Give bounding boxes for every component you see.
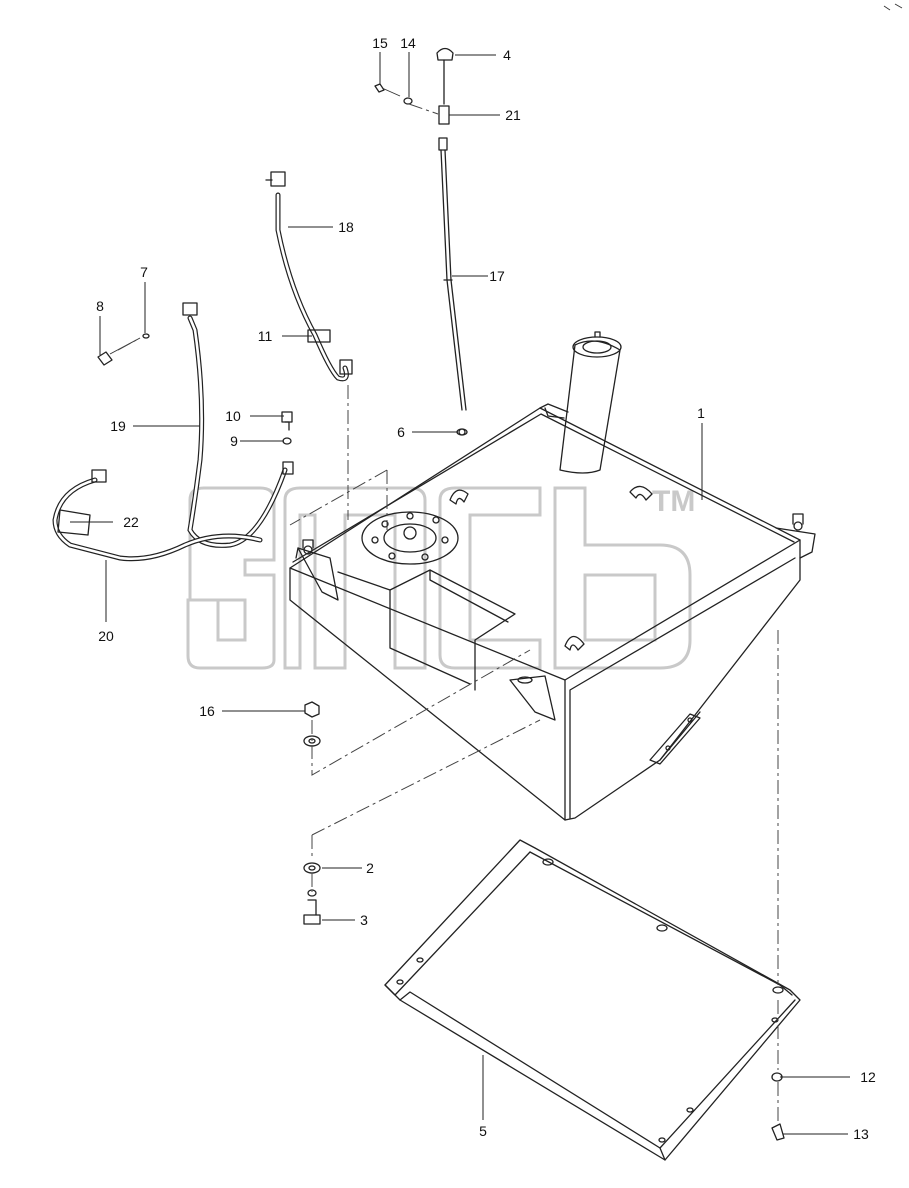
watermark-tm: TM bbox=[652, 485, 695, 518]
callout-14: 14 bbox=[400, 35, 416, 51]
callout-19: 19 bbox=[110, 418, 126, 434]
callout-3: 3 bbox=[360, 912, 368, 928]
corner-mark bbox=[883, 3, 903, 11]
hose-19 bbox=[182, 302, 294, 548]
callout-2: 2 bbox=[366, 860, 374, 876]
hose-20 bbox=[52, 469, 263, 562]
callout-20: 20 bbox=[98, 628, 114, 644]
hydraulic-tank bbox=[289, 331, 816, 821]
callout-8: 8 bbox=[96, 298, 104, 314]
callout-4: 4 bbox=[503, 47, 511, 63]
dipstick-assembly bbox=[436, 47, 467, 436]
callout-9: 9 bbox=[230, 433, 238, 449]
assembly-lines bbox=[117, 103, 779, 1125]
callout-10: 10 bbox=[225, 408, 241, 424]
callout-13: 13 bbox=[853, 1126, 869, 1142]
callout-1: 1 bbox=[697, 405, 705, 421]
callout-17: 17 bbox=[489, 268, 505, 284]
callout-15: 15 bbox=[372, 35, 388, 51]
hose-18 bbox=[265, 171, 353, 382]
callout-21: 21 bbox=[505, 107, 521, 123]
callout-12: 12 bbox=[860, 1069, 876, 1085]
leader-lines bbox=[70, 52, 850, 1135]
callouts: 1 2 3 4 5 6 7 8 9 10 11 12 13 14 15 16 1… bbox=[96, 35, 876, 1142]
callout-22: 22 bbox=[123, 514, 139, 530]
skid-plate bbox=[384, 839, 801, 1161]
callout-18: 18 bbox=[338, 219, 354, 235]
callout-6: 6 bbox=[397, 424, 405, 440]
callout-16: 16 bbox=[199, 703, 215, 719]
callout-5: 5 bbox=[479, 1123, 487, 1139]
callout-7: 7 bbox=[140, 264, 148, 280]
callout-11: 11 bbox=[258, 328, 273, 344]
